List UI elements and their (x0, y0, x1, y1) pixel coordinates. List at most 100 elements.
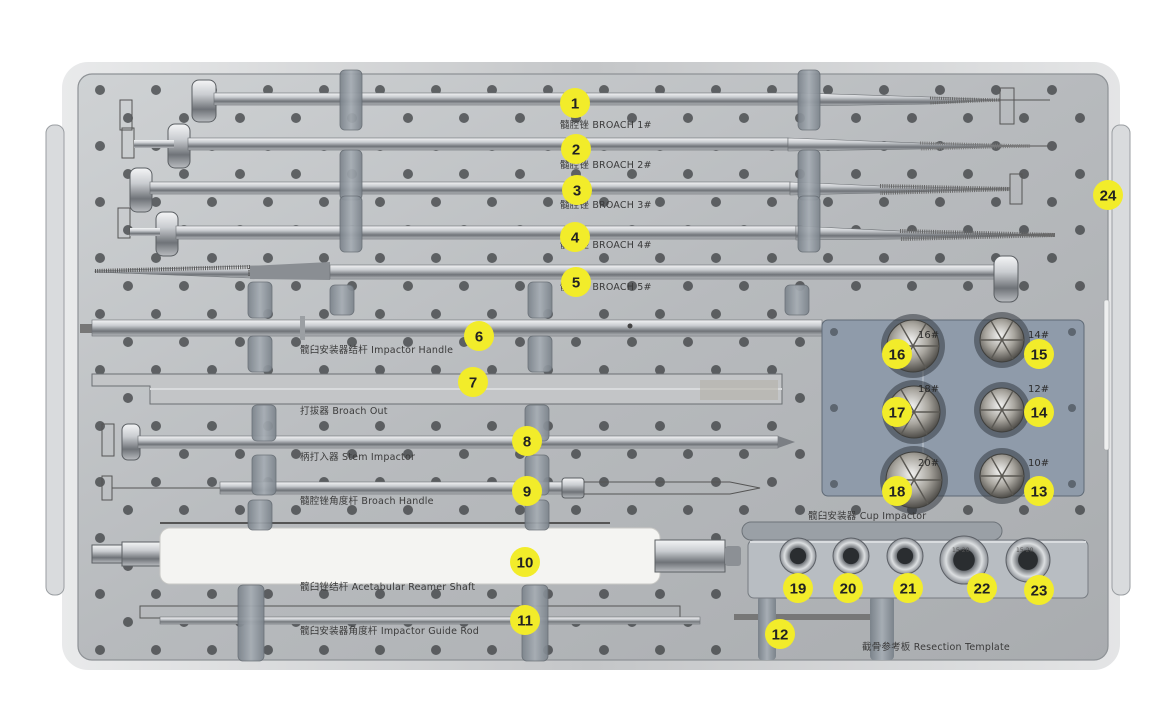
svg-text:21: 21 (900, 581, 917, 598)
callout-23: 23 (1024, 575, 1054, 605)
svg-text:11: 11 (517, 613, 533, 630)
callout-14: 14 (1024, 397, 1054, 427)
label-broach-out: 打拔器 Broach Out (300, 405, 388, 417)
cup-size-18: 18# (918, 384, 939, 395)
svg-text:22: 22 (974, 581, 991, 598)
svg-text:9: 9 (523, 484, 531, 501)
callout-11: 11 (510, 605, 540, 635)
svg-text:6: 6 (475, 329, 483, 346)
broach-out (91, 373, 783, 405)
callout-8: 8 (512, 426, 542, 456)
svg-text:13: 13 (1031, 484, 1048, 501)
svg-text:2: 2 (572, 142, 580, 159)
svg-text:3: 3 (573, 183, 581, 200)
silicone-clip (797, 149, 821, 201)
callout-17: 17 (882, 397, 912, 427)
label-impactor-guide-rod: 髋臼安装器角度杆 Impactor Guide Rod (300, 625, 479, 637)
cup-size-12: 12# (1028, 384, 1049, 395)
callout-9: 9 (512, 476, 542, 506)
silicone-clip (339, 69, 363, 131)
silicone-clip (237, 584, 265, 662)
liner-ring-19 (779, 537, 817, 575)
svg-text:23: 23 (1031, 583, 1048, 600)
callout-20: 20 (833, 573, 863, 603)
broach-3 (129, 167, 1023, 213)
svg-text:5: 5 (572, 275, 580, 292)
svg-text:15: 15 (1031, 347, 1048, 364)
impactor-guide-rod (139, 605, 701, 625)
silicone-clip (527, 281, 553, 319)
label-cup-impactor: 髋臼安装器 Cup Impactor (808, 510, 926, 522)
svg-text:14: 14 (1031, 405, 1048, 422)
ring-size-22: 15-20 (952, 547, 970, 554)
broach-4 (117, 207, 1056, 257)
callout-10: 10 (510, 547, 540, 577)
silicone-clip (784, 284, 810, 316)
svg-text:24: 24 (1100, 188, 1117, 205)
silicone-clip (247, 281, 273, 319)
acetabular-reamer-shaft (91, 522, 741, 585)
silicone-clip (247, 335, 273, 373)
silicone-clip (339, 149, 363, 201)
label-resection-template: 截骨参考板 Resection Template (862, 641, 1010, 653)
cup-size-10: 10# (1028, 458, 1049, 469)
silicone-clip (797, 69, 821, 131)
stem-impactor (101, 423, 795, 461)
svg-text:20: 20 (840, 581, 857, 598)
acetabular-reamer-5 (974, 448, 1030, 504)
silicone-clip (527, 335, 553, 373)
broach-handle (101, 475, 761, 501)
callout-6: 6 (464, 321, 494, 351)
silicone-clip (247, 499, 273, 531)
svg-text:18: 18 (889, 484, 906, 501)
silicone-clip (797, 195, 821, 253)
acetabular-reamer-1 (974, 312, 1030, 368)
svg-text:7: 7 (469, 375, 477, 392)
callout-19: 19 (783, 573, 813, 603)
label-broach-1: 髓腔锉 BROACH 1# (560, 119, 652, 131)
label-impactor-handle: 髋臼安装器结杆 Impactor Handle (300, 344, 453, 356)
svg-text:8: 8 (523, 434, 531, 451)
label-stem-impactor: 柄打入器 Stem Impactor (300, 451, 415, 463)
svg-text:12: 12 (772, 627, 789, 644)
callout-22: 22 (967, 573, 997, 603)
callout-15: 15 (1024, 339, 1054, 369)
callout-13: 13 (1024, 476, 1054, 506)
acetabular-reamer-3 (974, 382, 1030, 438)
svg-text:16: 16 (889, 347, 906, 364)
callout-18: 18 (882, 476, 912, 506)
svg-text:19: 19 (790, 581, 807, 598)
cup-size-20: 20# (918, 458, 939, 469)
cup-size-16: 16# (918, 330, 939, 341)
tray-frame (45, 62, 1131, 670)
callout-16: 16 (882, 339, 912, 369)
cup-size-14: 14# (1028, 330, 1049, 341)
callout-12: 12 (765, 619, 795, 649)
callout-21: 21 (893, 573, 923, 603)
liner-ring-20 (832, 537, 870, 575)
callout-1: 1 (560, 88, 590, 118)
liner-ring-21 (886, 537, 924, 575)
callout-24: 24 (1093, 180, 1123, 210)
svg-text:17: 17 (889, 405, 906, 422)
callout-3: 3 (562, 175, 592, 205)
broach-5 (94, 255, 1019, 303)
svg-text:10: 10 (517, 555, 534, 572)
label-broach-handle: 髓腔锉角度杆 Broach Handle (300, 495, 434, 507)
callout-4: 4 (560, 222, 590, 252)
callout-5: 5 (561, 267, 591, 297)
callout-7: 7 (458, 367, 488, 397)
silicone-clip (251, 454, 277, 496)
callout-2: 2 (561, 134, 591, 164)
label-acetabular-reamer-shaft: 髋臼锉结杆 Acetabular Reamer Shaft (300, 581, 475, 593)
silicone-clips-front (237, 69, 821, 662)
ring-size-23: 15-20 (1016, 547, 1034, 554)
silicone-clip (251, 404, 277, 442)
svg-text:1: 1 (571, 96, 579, 113)
broach-2 (121, 123, 1048, 169)
tray-printed-labels: 髓腔锉 BROACH 1# 髓腔锉 BROACH 2# 髓腔锉 BROACH 3… (300, 119, 1049, 653)
silicone-clip (329, 284, 355, 316)
liner-ring-22 (939, 535, 989, 585)
